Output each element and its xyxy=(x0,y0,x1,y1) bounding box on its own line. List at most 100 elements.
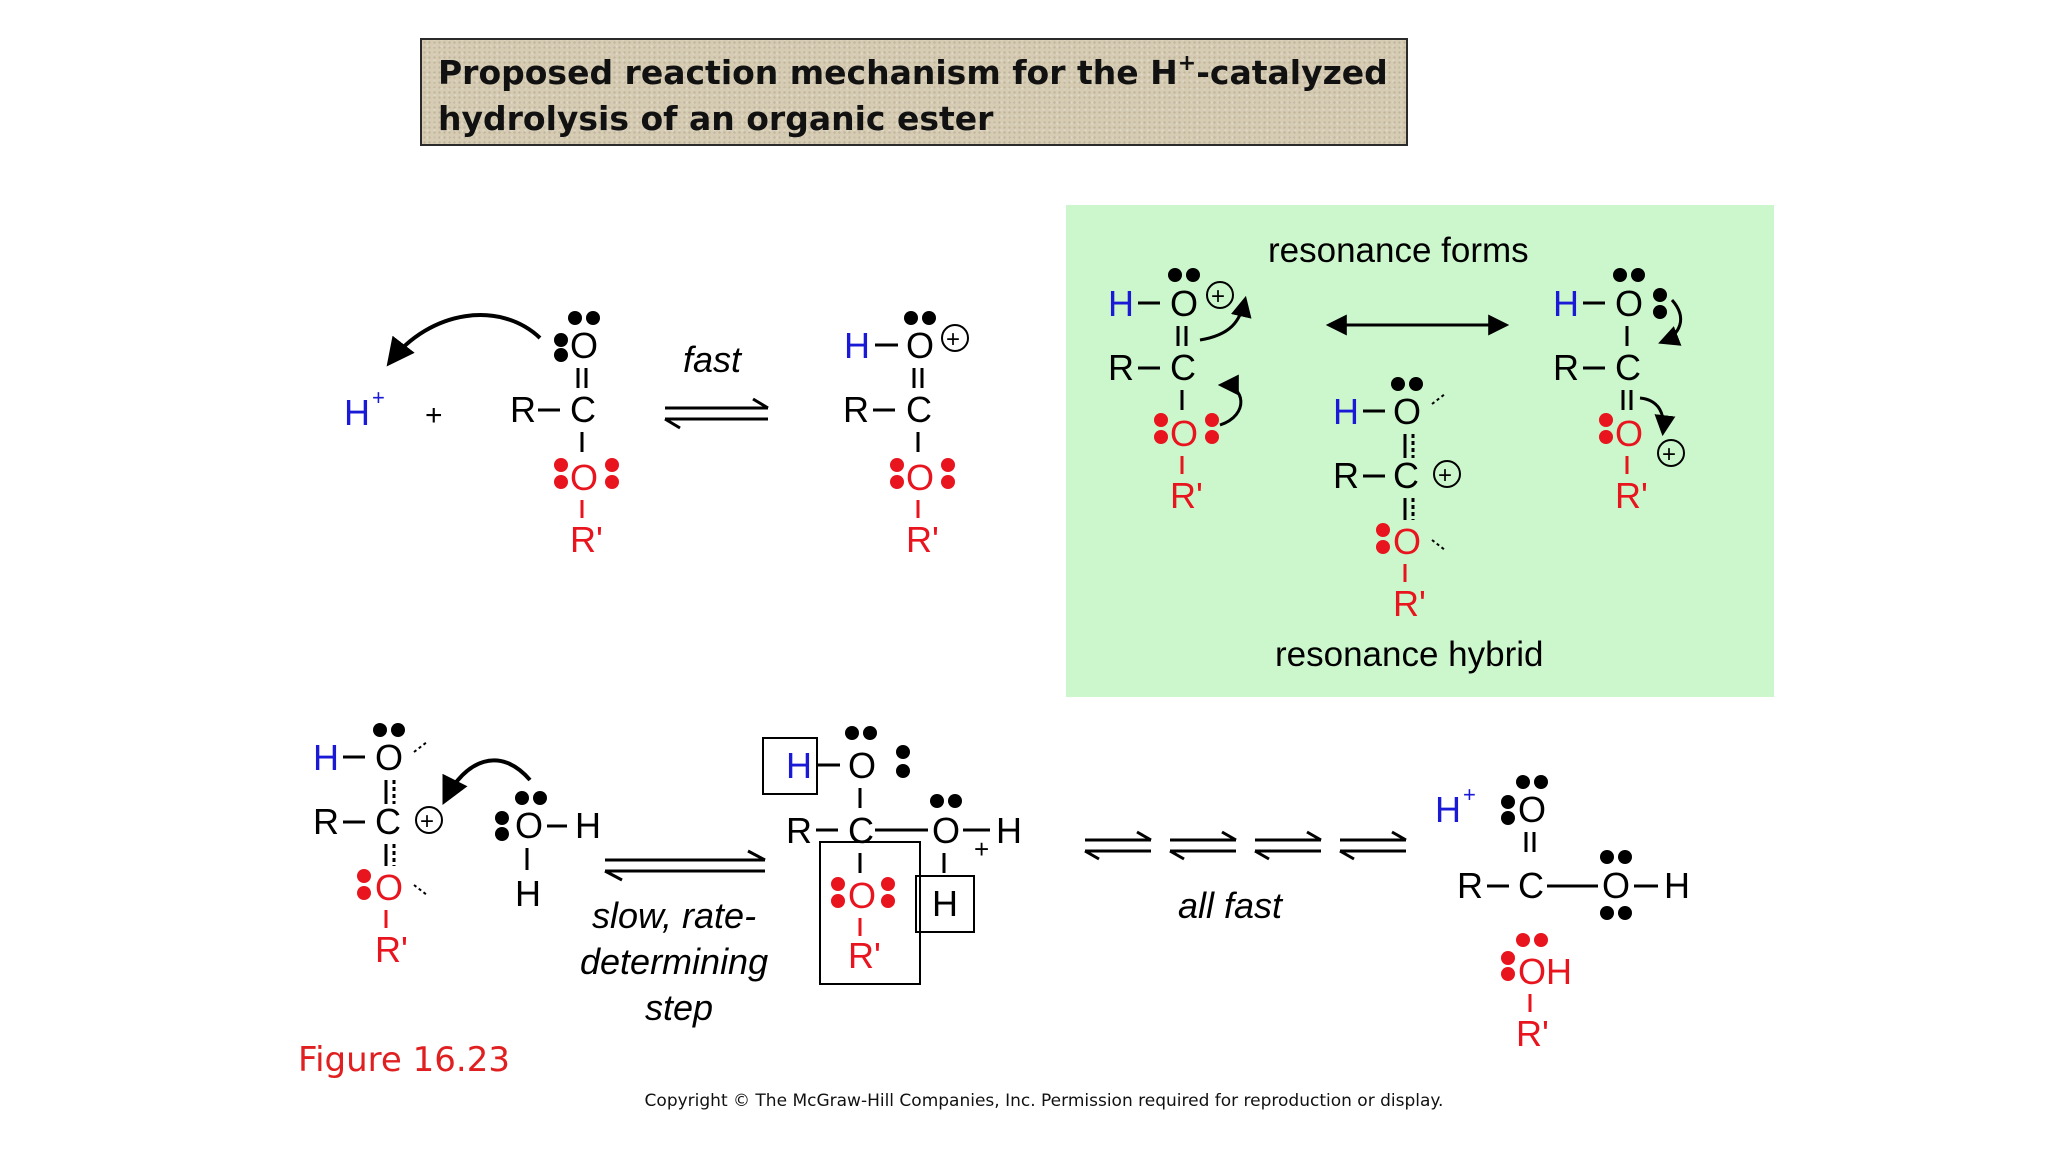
charge-plus: + xyxy=(372,385,385,410)
label-slow-3: step xyxy=(645,987,713,1028)
title-line-1: Proposed reaction mechanism for the H+-c… xyxy=(438,50,1390,96)
atom-r-prime: R' xyxy=(1516,1013,1549,1054)
atom-r-prime: R' xyxy=(848,935,881,976)
atom-o-ester: O xyxy=(1393,521,1421,562)
reactant-h-plus: H + xyxy=(344,385,385,433)
title-superscript: + xyxy=(1177,51,1197,76)
atom-h: H xyxy=(1553,283,1579,324)
atom-r: R xyxy=(510,389,536,430)
figure-label: Figure 16.23 xyxy=(298,1040,510,1080)
curved-arrow-water-attack xyxy=(442,758,532,806)
atom-r-prime: R' xyxy=(375,929,408,970)
equilibrium-arrow-slow xyxy=(604,849,766,882)
curved-arrow-protonation xyxy=(386,313,542,367)
equilibrium-arrows-fast xyxy=(1084,830,1407,861)
atom-o-ester: O xyxy=(1170,413,1198,454)
atom-r: R xyxy=(313,801,339,842)
atom-r-prime: R' xyxy=(1170,475,1203,516)
cation-hybrid: H O R C + O R' xyxy=(313,723,443,970)
atom-h: H xyxy=(1108,283,1134,324)
atom-r: R xyxy=(843,389,869,430)
label-fast: fast xyxy=(683,339,743,380)
label-resonance-forms: resonance forms xyxy=(1268,231,1529,270)
highlight-box-h2 xyxy=(915,875,975,933)
atom-o-ester: O xyxy=(375,867,403,908)
highlight-box-h xyxy=(762,737,818,795)
charge-plus: + xyxy=(1662,441,1676,468)
atom-o: O xyxy=(1170,283,1198,324)
plus-sign: + xyxy=(425,399,443,432)
atom-h: H xyxy=(575,805,601,846)
protonated-ester: H O + R C O R' xyxy=(843,311,969,560)
tetrahedral-intermediate: H O R C O H + H O R' xyxy=(762,726,1022,985)
atom-c: C xyxy=(1170,347,1196,388)
charge-plus: + xyxy=(420,808,434,835)
title-text-b: -catalyzed xyxy=(1196,53,1388,92)
atom-h: H xyxy=(1435,789,1461,830)
title-box: Proposed reaction mechanism for the H+-c… xyxy=(420,38,1408,146)
atom-h: H xyxy=(313,737,339,778)
atom-h: H xyxy=(932,883,958,924)
charge-plus: + xyxy=(946,326,960,353)
atom-o: O xyxy=(1518,789,1546,830)
charge-plus: + xyxy=(1211,283,1225,310)
atom-r: R xyxy=(1333,455,1359,496)
charge-plus: + xyxy=(974,834,989,864)
atom-o: O xyxy=(906,325,934,366)
atom-o: O xyxy=(570,325,598,366)
atom-oh: OH xyxy=(1518,951,1572,992)
product-alcohol: OH R' xyxy=(1501,933,1572,1054)
atom-c: C xyxy=(1615,347,1641,388)
atom-c: C xyxy=(906,389,932,430)
atom-o-ester: O xyxy=(848,875,876,916)
atom-r: R xyxy=(1108,347,1134,388)
atom-c: C xyxy=(848,810,874,851)
atom-o: O xyxy=(375,737,403,778)
atom-c: C xyxy=(1393,455,1419,496)
title-line-2: hydrolysis of an organic ester xyxy=(438,99,994,138)
label-all-fast: all fast xyxy=(1178,885,1284,926)
atom-o-ester: O xyxy=(570,457,598,498)
equilibrium-arrow-1 xyxy=(664,397,769,430)
atom-o-ester: O xyxy=(1615,413,1643,454)
atom-h: H xyxy=(344,392,370,433)
atom-o: O xyxy=(1602,865,1630,906)
resonance-panel xyxy=(1066,205,1774,697)
atom-r-prime: R' xyxy=(1615,475,1648,516)
atom-h: H xyxy=(515,873,541,914)
title-text-a: Proposed reaction mechanism for the H xyxy=(438,53,1178,92)
atom-h: H xyxy=(1664,865,1690,906)
atom-r-prime: R' xyxy=(1393,583,1426,624)
charge-plus: + xyxy=(1463,782,1476,807)
charge-plus: + xyxy=(1438,462,1452,489)
ester-molecule: O R C O R' xyxy=(510,311,619,560)
atom-r: R xyxy=(1457,865,1483,906)
highlight-box-or xyxy=(819,841,921,985)
atom-r-prime: R' xyxy=(570,519,603,560)
atom-o-ester: O xyxy=(906,457,934,498)
atom-c: C xyxy=(375,801,401,842)
atom-r: R xyxy=(786,810,812,851)
atom-o: O xyxy=(1615,283,1643,324)
atom-c: C xyxy=(570,389,596,430)
label-slow-2: determining xyxy=(580,941,768,982)
atom-h: H xyxy=(844,325,870,366)
atom-r: R xyxy=(1553,347,1579,388)
product-carboxylic-acid: O R C O H xyxy=(1457,775,1690,920)
atom-c: C xyxy=(1518,865,1544,906)
atom-o: O xyxy=(515,805,543,846)
label-slow-1: slow, rate- xyxy=(592,895,756,936)
atom-o: O xyxy=(1393,391,1421,432)
atom-h: H xyxy=(1333,391,1359,432)
atom-o: O xyxy=(932,810,960,851)
atom-r-prime: R' xyxy=(906,519,939,560)
resonance-form-1: H O + R C O R' xyxy=(1108,268,1252,516)
atom-o: O xyxy=(848,745,876,786)
copyright-notice: Copyright © The McGraw-Hill Companies, I… xyxy=(644,1091,1444,1111)
atom-h: H xyxy=(996,810,1022,851)
resonance-hybrid-structure: H O R C + O R' xyxy=(1333,377,1461,624)
water-molecule: O H H xyxy=(495,791,601,914)
label-resonance-hybrid: resonance hybrid xyxy=(1275,635,1544,674)
atom-h: H xyxy=(786,745,812,786)
